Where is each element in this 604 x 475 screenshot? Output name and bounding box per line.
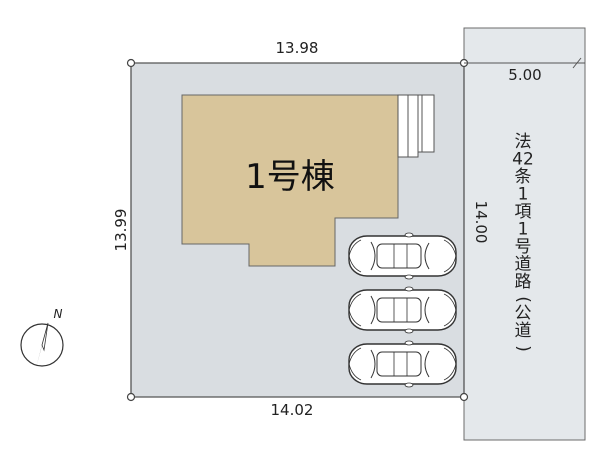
road-label-char: 道 [515,255,532,275]
road-label-char: 条 [515,167,532,187]
road-label-char: 1 [518,220,529,240]
road-label-char: 42 [512,150,534,170]
car-icon [348,232,457,280]
road-label-char: 法 [515,132,532,152]
road-label-char: 路 [515,272,532,292]
road-label-char: 1 [518,185,529,205]
plot-corner-marker [126,392,136,402]
road-label-char: ) [513,345,533,352]
compass-north-label: N [54,307,63,321]
road-label-char: 道 [515,321,532,341]
parking-spaces [348,232,457,388]
plot-corner-marker [126,58,136,68]
plot-bottom-dimension: 14.02 [271,401,314,419]
car-icon [348,286,457,334]
road-area [463,27,586,441]
road-label-char: ( [513,296,533,303]
road-width-tick [572,57,582,69]
north-compass: N [20,307,64,368]
road-width-dimension: 5.00 [508,66,541,84]
plot-corner-marker [459,392,469,402]
entrance-steps [397,94,435,158]
plot-left-dimension: 13.99 [112,209,130,252]
road-label-char: 公 [515,304,532,324]
car-icon [348,340,457,388]
road-label-char: 項 [515,202,532,222]
plot-right-dimension: 14.00 [472,201,490,244]
road-label-char: 号 [515,237,532,257]
building-label: 1号棟 [245,157,335,197]
plot-top-dimension: 13.98 [276,39,319,57]
